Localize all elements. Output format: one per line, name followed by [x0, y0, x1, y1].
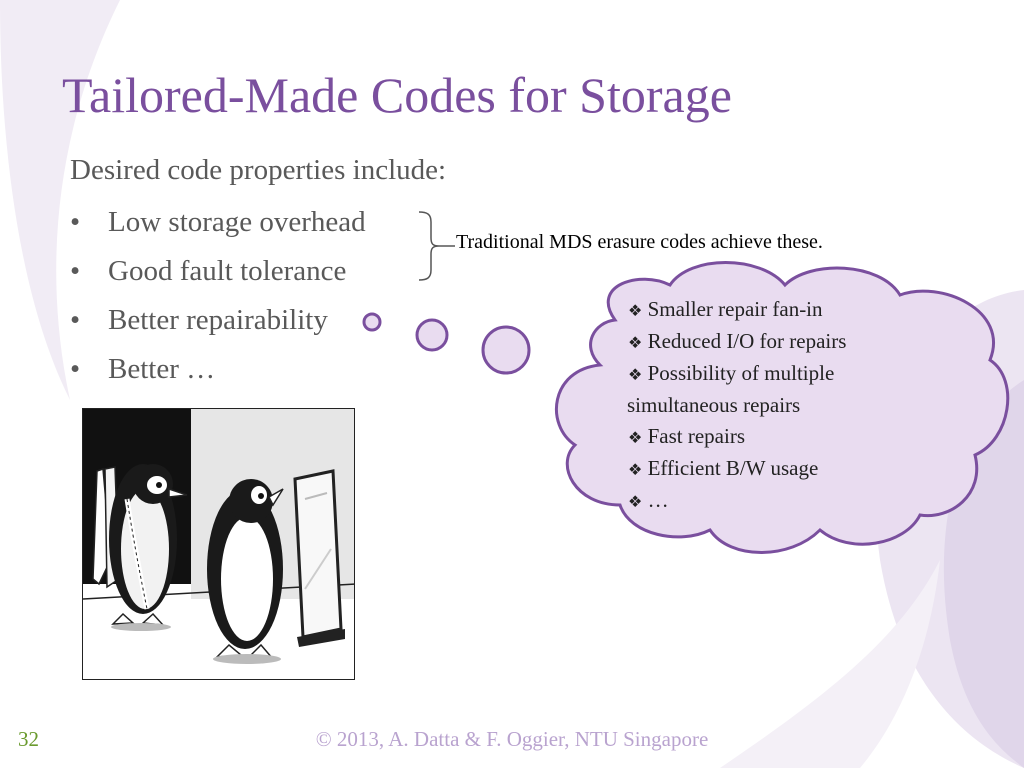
list-item: • Better … [70, 347, 366, 396]
list-item-label: Good fault tolerance [108, 255, 347, 287]
list-item-continuation: simultaneous repairs [627, 390, 928, 421]
list-item-label: simultaneous repairs [627, 393, 801, 417]
diamond-ornament-icon: ❖ [628, 492, 643, 511]
bullet-icon: • [70, 206, 81, 238]
penguin-cartoon-illustration [83, 409, 354, 679]
diamond-ornament-icon: ❖ [628, 365, 643, 384]
bullet-icon: • [70, 304, 81, 336]
property-list: • Low storage overhead • Good fault tolera… [70, 200, 366, 396]
list-item-label: Possibility of multiple [647, 361, 835, 385]
list-item: • Better repairability [70, 298, 366, 347]
list-item-label: Low storage overhead [108, 206, 366, 238]
callout-text: Traditional MDS erasure codes achieve th… [456, 231, 823, 253]
intro-text: Desired code properties include: [70, 154, 447, 186]
list-item-label: Efficient B/W usage [647, 456, 819, 480]
thought-bubble-large [481, 325, 531, 375]
diamond-ornament-icon: ❖ [628, 333, 643, 352]
list-item-label: … [647, 488, 669, 512]
list-item: ❖ Efficient B/W usage [628, 453, 928, 485]
thought-bubble-small [362, 312, 382, 332]
right-brace-icon [418, 211, 455, 281]
list-item-label: Smaller repair fan-in [647, 297, 823, 321]
cloud-list: ❖ Smaller repair fan-in ❖ Reduced I/O fo… [627, 294, 928, 517]
bullet-icon: • [70, 255, 81, 287]
list-item: • Low storage overhead [70, 200, 366, 249]
bullet-icon: • [70, 353, 81, 385]
page-number: 32 [18, 727, 39, 751]
list-item-label: Better repairability [108, 304, 328, 336]
list-item: ❖ Smaller repair fan-in [628, 294, 928, 326]
list-item: ❖ Possibility of multiple [628, 358, 928, 390]
thought-bubble-medium [415, 318, 449, 352]
list-item: ❖ Reduced I/O for repairs [628, 326, 928, 358]
diamond-ornament-icon: ❖ [628, 301, 643, 320]
list-item-label: Better … [108, 353, 216, 385]
list-item: ❖ Fast repairs [628, 421, 928, 453]
slide-title: Tailored-Made Codes for Storage [62, 67, 732, 123]
list-item: ❖ … [628, 485, 928, 517]
list-item-label: Fast repairs [647, 424, 745, 448]
list-item: • Good fault tolerance [70, 249, 366, 298]
list-item-label: Reduced I/O for repairs [647, 329, 847, 353]
footer-copyright: © 2013, A. Datta & F. Oggier, NTU Singap… [315, 727, 709, 751]
penguin-cartoon-image [82, 408, 355, 680]
diamond-ornament-icon: ❖ [628, 428, 643, 447]
diamond-ornament-icon: ❖ [628, 460, 643, 479]
